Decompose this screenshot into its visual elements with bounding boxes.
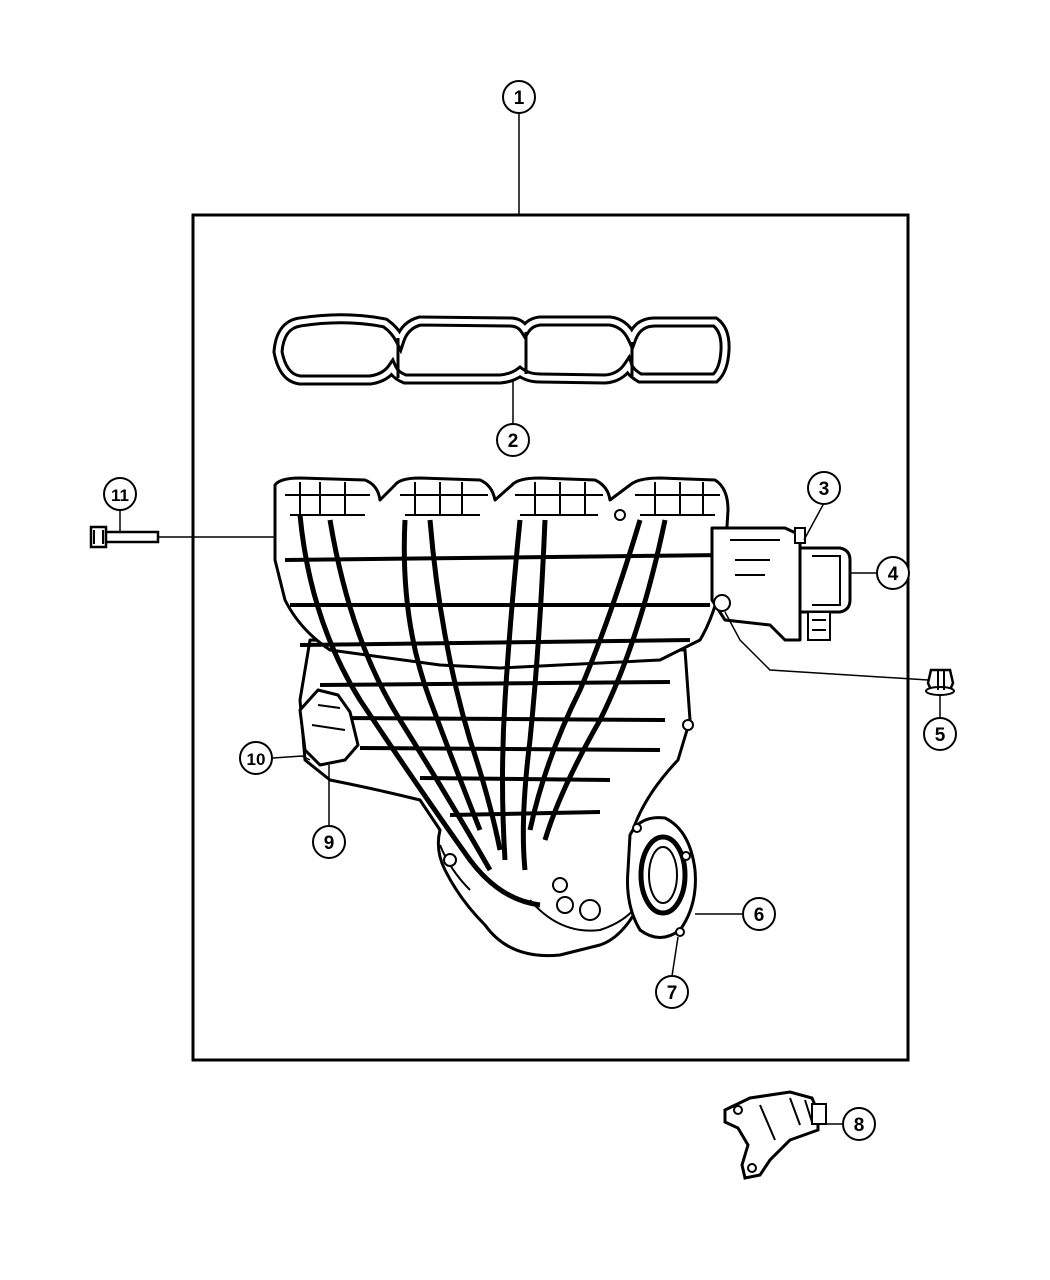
bracket-8 bbox=[723, 1090, 827, 1180]
callout-8-label: 8 bbox=[854, 1115, 865, 1136]
assembly-frame bbox=[191, 213, 910, 1062]
callout-2-label: 2 bbox=[508, 431, 519, 452]
callout-5[interactable]: 5 bbox=[923, 717, 957, 751]
intake-manifold bbox=[273, 476, 802, 958]
bolt-11 bbox=[89, 525, 160, 549]
nut-5 bbox=[925, 668, 955, 696]
callout-9[interactable]: 9 bbox=[312, 825, 346, 859]
map-sensor bbox=[794, 527, 852, 641]
callout-4-label: 4 bbox=[888, 564, 899, 585]
callout-7-label: 7 bbox=[667, 983, 678, 1004]
callout-5-label: 5 bbox=[935, 725, 946, 746]
leader-lines bbox=[119, 113, 941, 1125]
callout-7[interactable]: 7 bbox=[655, 975, 689, 1009]
callout-1-label: 1 bbox=[514, 88, 525, 109]
callout-3[interactable]: 3 bbox=[807, 471, 841, 505]
callout-6[interactable]: 6 bbox=[742, 897, 776, 931]
callout-11[interactable]: 11 bbox=[103, 477, 137, 511]
throttle-body-gasket bbox=[626, 816, 697, 939]
callout-10[interactable]: 10 bbox=[239, 741, 273, 775]
callout-9-label: 9 bbox=[324, 833, 335, 854]
callout-1[interactable]: 1 bbox=[502, 80, 536, 114]
callout-2[interactable]: 2 bbox=[496, 423, 530, 457]
callout-11-label: 11 bbox=[111, 486, 129, 505]
callout-6-label: 6 bbox=[754, 905, 765, 926]
intake-gasket bbox=[272, 313, 731, 386]
callout-10-label: 10 bbox=[247, 750, 266, 769]
callout-8[interactable]: 8 bbox=[842, 1107, 876, 1141]
callout-3-label: 3 bbox=[819, 479, 830, 500]
callout-4[interactable]: 4 bbox=[876, 556, 910, 590]
